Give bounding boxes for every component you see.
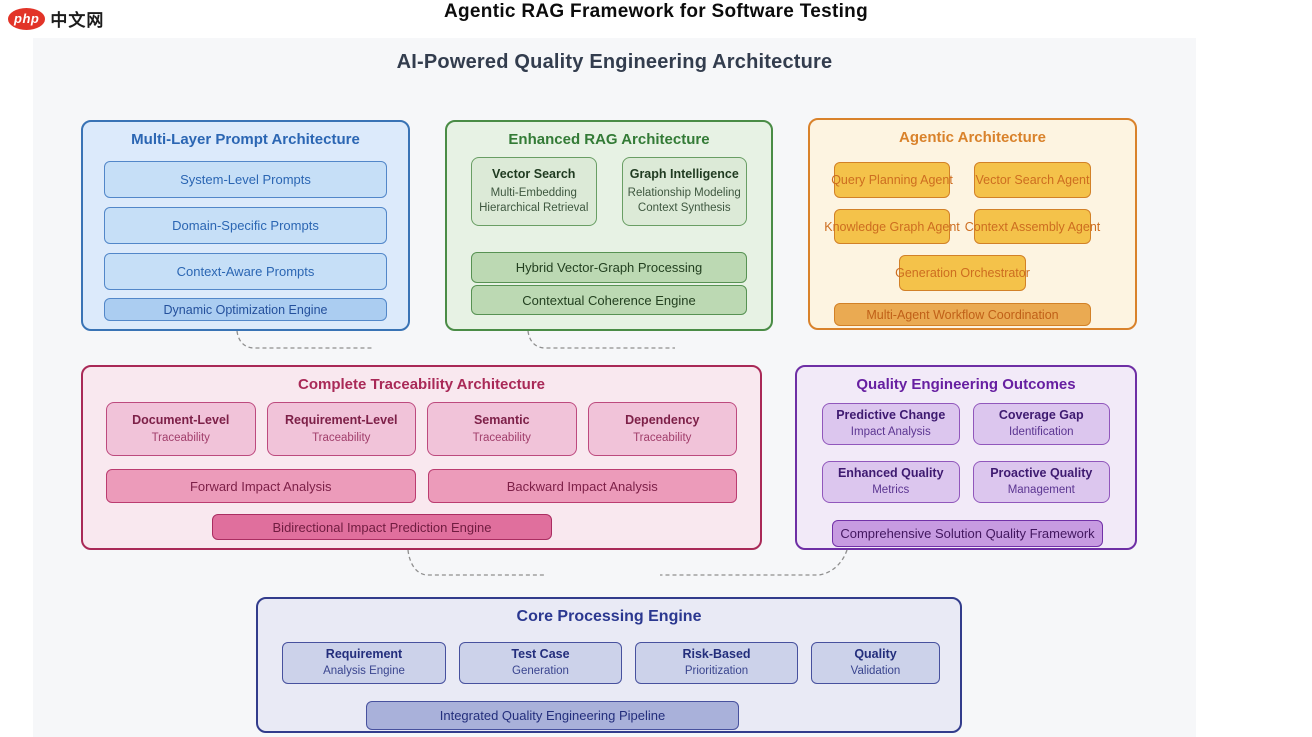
node-sub: Impact Analysis <box>850 426 931 439</box>
node-line: Hierarchical Retrieval <box>479 202 589 215</box>
node-dependency-traceability: Dependency Traceability <box>587 402 737 456</box>
panel-agentic-title: Agentic Architecture <box>899 129 1046 146</box>
node-title: Enhanced Quality <box>837 466 944 481</box>
node-backward-impact-analysis: Backward Impact Analysis <box>427 469 737 503</box>
node-title: Graph Intelligence <box>629 167 739 182</box>
panel-traceability-title: Complete Traceability Architecture <box>297 376 546 393</box>
node-title: Document-Level <box>132 412 230 427</box>
node-title: Dependency <box>625 412 700 427</box>
node-document-level-traceability: Document-Level Traceability <box>106 402 256 456</box>
node-title: Test Case <box>511 647 570 662</box>
panel-prompt-title: Multi-Layer Prompt Architecture <box>131 131 360 148</box>
diagram-panel: AI-Powered Quality Engineering Architect… <box>33 38 1196 737</box>
node-domain-specific-prompts: Domain-Specific Prompts <box>104 207 387 244</box>
node-sub: Management <box>1007 484 1075 497</box>
node-title: Quality <box>854 647 897 662</box>
node-title: Vector Search <box>492 167 576 182</box>
node-title: Predictive Change <box>836 408 946 423</box>
node-title: Coverage Gap <box>998 408 1084 423</box>
panel-traceability-architecture: Complete Traceability Architecture Docum… <box>81 365 762 550</box>
node-sub: Prioritization <box>684 665 749 678</box>
node-multi-agent-workflow-coordination: Multi-Agent Workflow Coordination <box>834 303 1091 326</box>
panel-agentic-architecture: Agentic Architecture Query Planning Agen… <box>808 118 1137 330</box>
node-predictive-change-impact-analysis: Predictive Change Impact Analysis <box>822 403 960 445</box>
node-context-assembly-agent: Context Assembly Agent <box>965 209 1100 244</box>
panel-outcomes-title: Quality Engineering Outcomes <box>856 376 1076 393</box>
logo-suffix-text: 中文网 <box>50 11 105 30</box>
node-requirement-analysis-engine: Requirement Analysis Engine <box>282 642 446 684</box>
panel-core-title: Core Processing Engine <box>516 608 702 625</box>
node-sub: Validation <box>850 665 901 678</box>
node-enhanced-quality-metrics: Enhanced Quality Metrics <box>822 461 960 503</box>
node-graph-intelligence: Graph Intelligence Relationship Modeling… <box>621 157 747 226</box>
node-sub: Traceability <box>312 431 371 444</box>
node-test-case-generation: Test Case Generation <box>459 642 622 684</box>
node-vector-search: Vector Search Multi-Embedding Hierarchic… <box>471 157 597 226</box>
node-sub: Traceability <box>633 431 692 444</box>
site-logo[interactable]: php 中文网 <box>8 6 104 31</box>
node-generation-orchestrator: Generation Orchestrator <box>895 255 1030 291</box>
node-query-planning-agent: Query Planning Agent <box>831 162 953 198</box>
panel-core-processing-engine: Core Processing Engine Requirement Analy… <box>256 597 962 733</box>
node-hybrid-vector-graph-processing: Hybrid Vector-Graph Processing <box>471 252 747 283</box>
node-integrated-quality-engineering-pipeline: Integrated Quality Engineering Pipeline <box>366 701 739 730</box>
node-knowledge-graph-agent: Knowledge Graph Agent <box>824 209 960 244</box>
connector-outcomes-core <box>660 549 848 576</box>
panel-rag-architecture: Enhanced RAG Architecture Vector Search … <box>445 120 773 331</box>
node-sub: Generation <box>512 665 569 678</box>
node-semantic-traceability: Semantic Traceability <box>427 402 577 456</box>
panel-prompt-architecture: Multi-Layer Prompt Architecture System-L… <box>81 120 410 331</box>
node-sub: Metrics <box>872 484 910 497</box>
node-quality-validation: Quality Validation <box>811 642 940 684</box>
node-sub: Identification <box>1008 426 1074 439</box>
node-line: Context Synthesis <box>637 202 731 215</box>
node-proactive-quality-management: Proactive Quality Management <box>972 461 1110 503</box>
node-title: Requirement <box>325 647 403 662</box>
connector-trace-core <box>407 549 545 576</box>
node-sub: Traceability <box>472 431 531 444</box>
panel-rag-title: Enhanced RAG Architecture <box>508 131 710 148</box>
node-bidirectional-impact-prediction-engine: Bidirectional Impact Prediction Engine <box>212 514 552 540</box>
node-dynamic-optimization-engine: Dynamic Optimization Engine <box>104 298 387 321</box>
page-title: Agentic RAG Framework for Software Testi… <box>444 1 868 22</box>
node-sub: Analysis Engine <box>323 665 405 678</box>
node-coverage-gap-identification: Coverage Gap Identification <box>972 403 1110 445</box>
node-contextual-coherence-engine: Contextual Coherence Engine <box>471 285 747 315</box>
node-comprehensive-solution-quality-framework: Comprehensive Solution Quality Framework <box>832 520 1103 547</box>
node-title: Risk-Based <box>682 647 751 662</box>
node-sub: Traceability <box>151 431 210 444</box>
node-forward-impact-analysis: Forward Impact Analysis <box>106 469 416 503</box>
node-line: Relationship Modeling <box>627 186 741 199</box>
node-title: Requirement-Level <box>284 412 398 427</box>
connector-rag-trace <box>527 330 675 349</box>
diagram-title: AI-Powered Quality Engineering Architect… <box>396 51 833 73</box>
node-title: Proactive Quality <box>990 466 1093 481</box>
top-bar: php 中文网 Agentic RAG Framework for Softwa… <box>0 0 1312 38</box>
panel-quality-outcomes: Quality Engineering Outcomes Predictive … <box>795 365 1137 550</box>
node-title: Semantic <box>473 412 530 427</box>
node-line: Multi-Embedding <box>490 186 577 199</box>
node-risk-based-prioritization: Risk-Based Prioritization <box>635 642 798 684</box>
php-logo-badge: php <box>8 7 46 30</box>
node-context-aware-prompts: Context-Aware Prompts <box>104 253 387 290</box>
connector-prompt-trace <box>236 330 372 349</box>
node-requirement-level-traceability: Requirement-Level Traceability <box>266 402 416 456</box>
node-system-level-prompts: System-Level Prompts <box>104 161 387 198</box>
node-vector-search-agent: Vector Search Agent <box>974 162 1091 198</box>
